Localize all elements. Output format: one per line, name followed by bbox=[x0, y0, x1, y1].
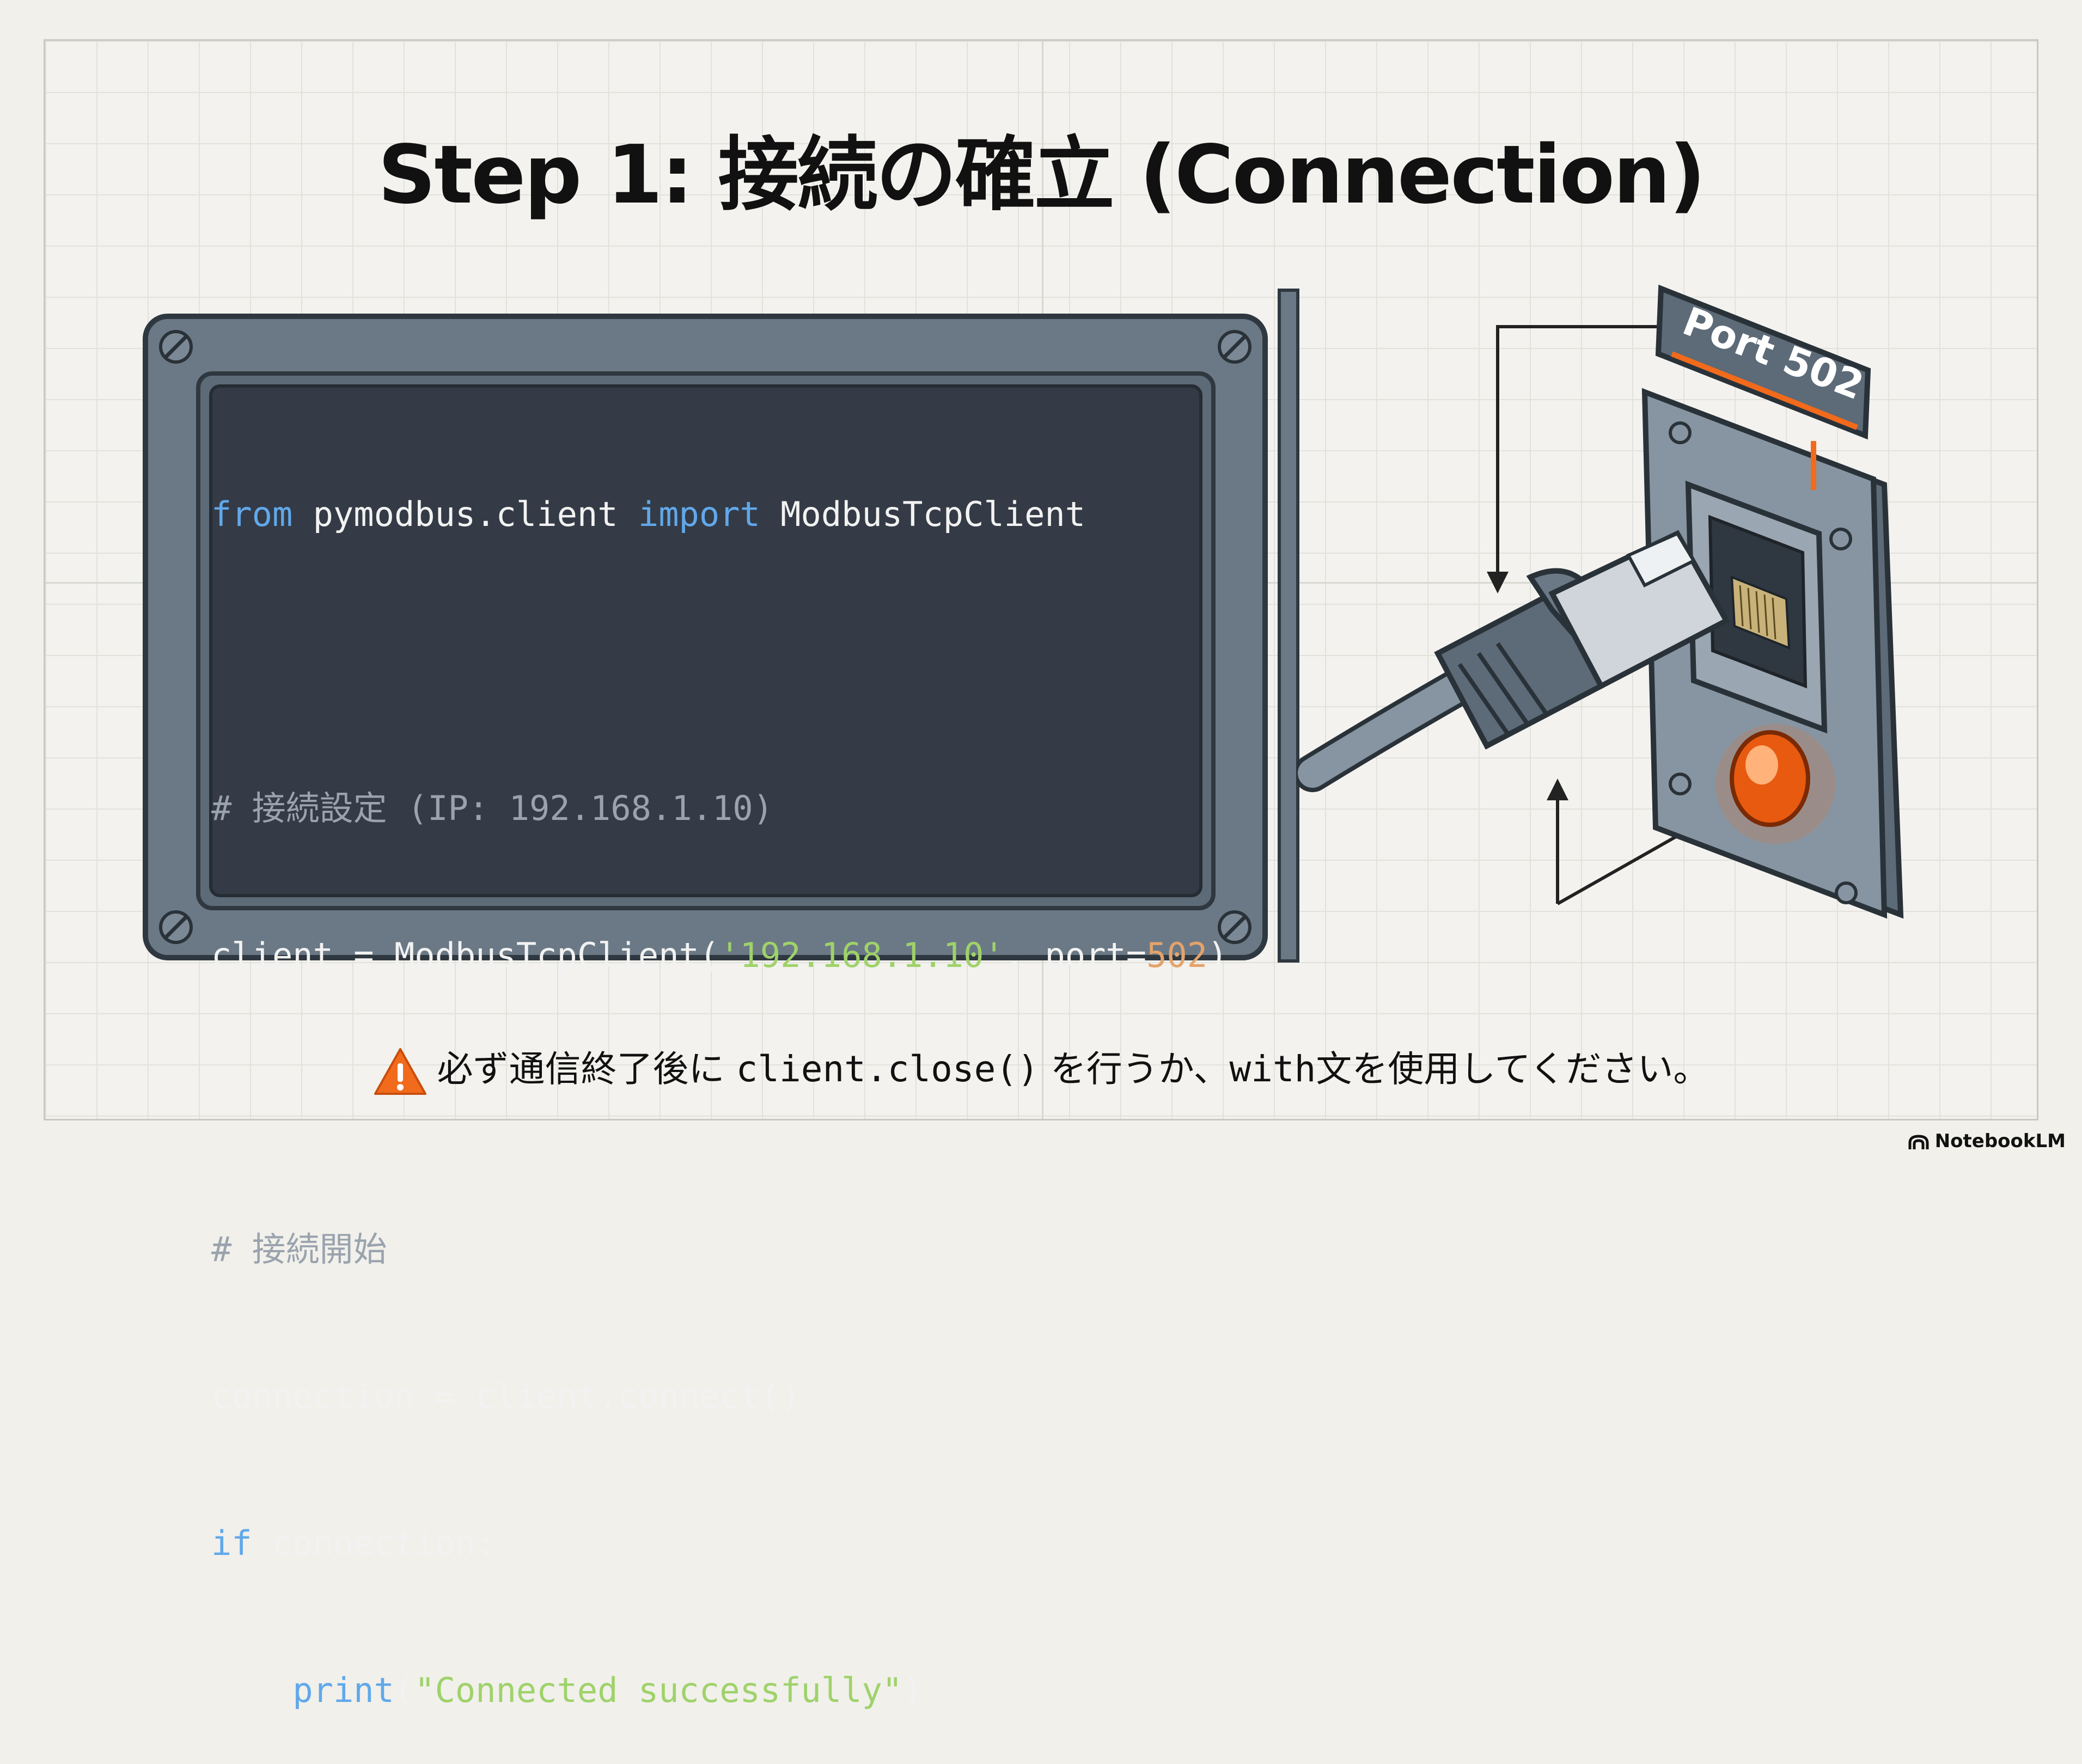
ethernet-cable bbox=[1296, 530, 1730, 792]
comment-connect-start: # 接続開始 bbox=[211, 1229, 387, 1269]
plate-screw-3 bbox=[1669, 773, 1692, 795]
plate-screw-4 bbox=[1835, 881, 1858, 904]
module-name: pymodbus.client bbox=[292, 494, 638, 534]
code-line-6: # 接続開始 bbox=[211, 1225, 1228, 1274]
screw-top-right bbox=[1218, 330, 1251, 364]
close-paren: ) bbox=[1207, 935, 1228, 975]
print-function: print bbox=[292, 1670, 394, 1710]
plate-screw-2 bbox=[1829, 528, 1852, 550]
indent bbox=[211, 1670, 292, 1710]
notebooklm-logo-icon bbox=[1908, 1134, 1929, 1149]
keyword-if: if bbox=[211, 1523, 252, 1563]
code-line-1: from pymodbus.client import ModbusTcpCli… bbox=[211, 490, 1228, 539]
warning-text-after: 文を使用してください。 bbox=[1316, 1048, 1709, 1090]
warning-code-close: client.close() bbox=[736, 1048, 1039, 1090]
panel-divider bbox=[1278, 289, 1299, 963]
keyword-import: import bbox=[638, 494, 760, 534]
code-line-2 bbox=[211, 637, 1228, 686]
plate-screw-1 bbox=[1669, 421, 1692, 444]
code-panel bbox=[143, 314, 1268, 960]
slide-title: Step 1: 接続の確立 (Connection) bbox=[377, 128, 1706, 222]
code-line-7: connection = client.connect() bbox=[211, 1372, 1228, 1421]
port-number: 502 bbox=[1146, 935, 1208, 975]
open-paren: ( bbox=[394, 1670, 415, 1710]
ethernet-port-illustration: Port 502 bbox=[1296, 284, 1904, 919]
warning-text-mid: を行うか、 bbox=[1039, 1048, 1230, 1090]
code-screen bbox=[209, 384, 1202, 897]
client-assignment: client = ModbusTcpClient( bbox=[211, 935, 720, 975]
code-line-8: if connection: bbox=[211, 1519, 1228, 1568]
comment-connection-settings: # 接続設定 (IP: 192.168.1.10) bbox=[211, 788, 773, 828]
class-name: ModbusTcpClient bbox=[760, 494, 1086, 534]
ip-string: '192.168.1.10' bbox=[719, 935, 1004, 975]
if-condition: connection: bbox=[252, 1523, 496, 1563]
code-screen-bezel bbox=[196, 371, 1216, 910]
screw-top-left bbox=[159, 330, 193, 364]
connect-call: connection = client.connect() bbox=[211, 1376, 801, 1416]
status-led bbox=[1715, 724, 1835, 844]
warning-icon bbox=[374, 1048, 426, 1095]
success-string: "Connected successfully" bbox=[414, 1670, 903, 1710]
warning-code-with: with bbox=[1229, 1048, 1316, 1090]
brand-name: NotebookLM bbox=[1934, 1130, 2066, 1152]
screw-bottom-right bbox=[1218, 910, 1251, 944]
code-line-3: # 接続設定 (IP: 192.168.1.10) bbox=[211, 784, 1228, 833]
port-arg: , port= bbox=[1004, 935, 1147, 975]
warning-text-before: 必ず通信終了後に bbox=[437, 1048, 736, 1090]
close-paren: ) bbox=[902, 1670, 923, 1710]
screw-bottom-left bbox=[159, 910, 193, 944]
keyword-from: from bbox=[211, 494, 293, 534]
warning-note: 必ず通信終了後に client.close() を行うか、with文を使用してく… bbox=[0, 1040, 2082, 1096]
code-line-4: client = ModbusTcpClient('192.168.1.10',… bbox=[211, 931, 1228, 980]
code-line-9: print("Connected successfully") bbox=[211, 1666, 1228, 1715]
brand-mark: NotebookLM bbox=[1908, 1130, 2066, 1152]
